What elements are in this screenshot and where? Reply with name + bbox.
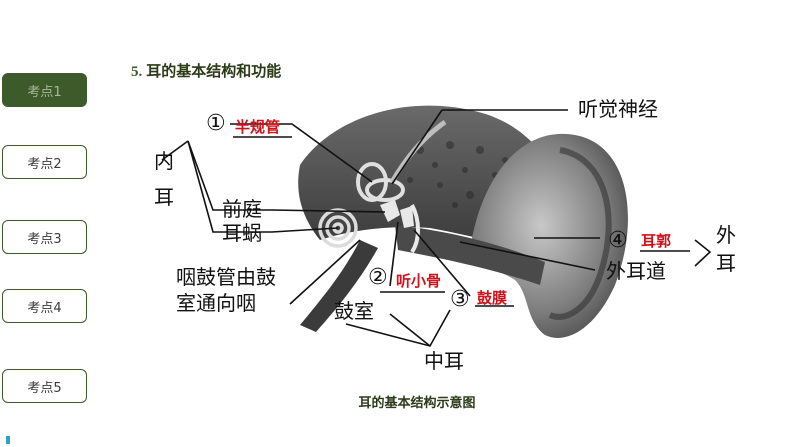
- label-inner-ear-2: 耳: [154, 185, 174, 209]
- label-outer-ear-1: 外: [716, 223, 736, 247]
- label-tympanic-cavity: 鼓室: [334, 299, 374, 323]
- nav-tab-label: 考点3: [27, 231, 62, 247]
- answer-num-2: ②: [368, 265, 388, 290]
- leader-nerve: [391, 109, 443, 185]
- label-cochlea: 耳蜗: [222, 221, 262, 245]
- label-inner-ear-1: 内: [154, 149, 174, 173]
- leader-canal: [459, 241, 596, 271]
- label-middle-ear: 中耳: [424, 349, 464, 373]
- nav-tab-5[interactable]: 考点5: [2, 369, 87, 403]
- answer-num-1: ①: [206, 111, 226, 136]
- corner-mark: [6, 436, 10, 444]
- nav-tab-label: 考点4: [27, 300, 62, 316]
- cochlea-shape: [318, 208, 358, 248]
- answer-num-4: ④: [608, 228, 628, 253]
- nav-tab-label: 考点2: [27, 156, 62, 172]
- ear-canal-shape: [395, 225, 545, 285]
- leader-eardrum: [413, 229, 471, 297]
- eustachian-tube-shape: [300, 240, 378, 332]
- section-heading: 5.耳的基本结构和功能: [131, 60, 281, 81]
- answer-num-3: ③: [450, 287, 470, 312]
- nav-tab-3[interactable]: 考点3: [2, 220, 87, 254]
- pinna-rim: [548, 147, 612, 320]
- label-ear-canal: 外耳道: [606, 259, 666, 283]
- nav-tab-4[interactable]: 考点4: [2, 289, 87, 323]
- leader-ossicles: [389, 221, 399, 287]
- section-title: 耳的基本结构和功能: [146, 62, 282, 80]
- label-outer-ear-2: 耳: [716, 251, 736, 275]
- semicircular-canals: [356, 162, 405, 202]
- brace-inner-top: [161, 140, 189, 161]
- leader-cochlea: [187, 140, 339, 233]
- pinna-shape: [470, 133, 628, 338]
- label-eustachian-2: 室通向咽: [176, 291, 256, 315]
- nav-tab-1[interactable]: 考点1: [2, 73, 87, 107]
- leader-eustachian: [289, 239, 361, 305]
- brace-middle-left: [389, 313, 431, 347]
- label-vestibule: 前庭: [222, 197, 262, 221]
- answer-semicircular-canals: 半规管: [235, 118, 280, 136]
- nav-tab-label: 考点5: [27, 380, 62, 396]
- answer-pinna: 耳郭: [641, 232, 671, 250]
- eardrum-shape: [410, 204, 420, 254]
- leader-semicircular: [230, 123, 373, 183]
- answer-eardrum: 鼓膜: [477, 289, 507, 307]
- ossicles-shape: [380, 200, 414, 228]
- section-number: 5.: [131, 64, 143, 80]
- label-auditory-nerve: 听觉神经: [578, 97, 658, 121]
- leader-vestibule: [187, 140, 386, 213]
- nav-tab-label: 考点1: [27, 84, 62, 100]
- label-eustachian-1: 咽鼓管由鼓: [176, 265, 276, 289]
- brace-outer: [694, 239, 712, 267]
- nav-tab-2[interactable]: 考点2: [2, 145, 87, 179]
- answer-ossicles: 听小骨: [396, 272, 441, 290]
- figure-caption: 耳的基本结构示意图: [358, 396, 476, 411]
